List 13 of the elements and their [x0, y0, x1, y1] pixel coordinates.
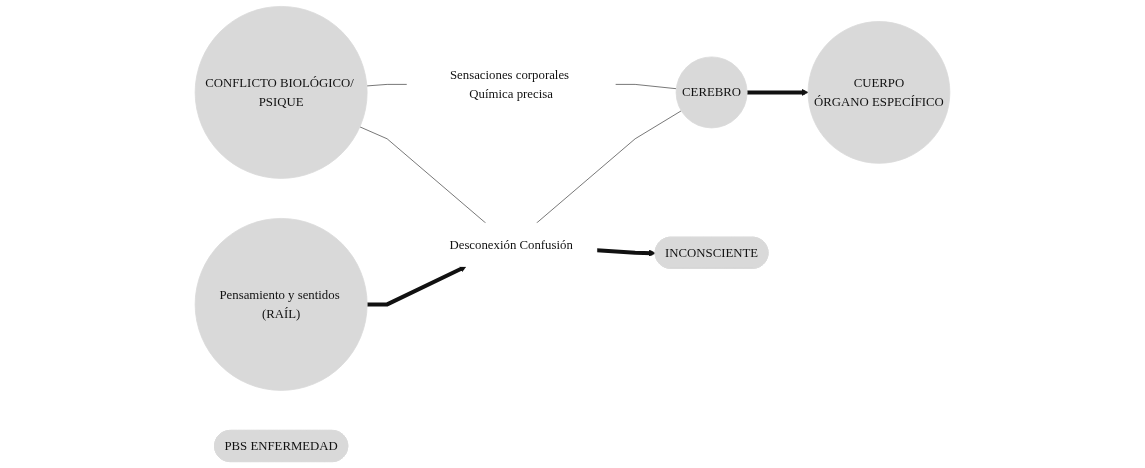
node-circle: CONFLICTO BIOLÓGICO/ PSIQUE: [194, 6, 368, 179]
node-circle: CUERPO ÓRGANO ESPECÍFICO: [807, 21, 951, 164]
node-circle: CEREBRO: [675, 56, 748, 129]
connector: [536, 110, 682, 224]
arrow: [596, 248, 656, 257]
arrow: [747, 88, 809, 96]
arrow: [367, 265, 467, 307]
connector: [614, 84, 677, 90]
connector: [366, 84, 408, 87]
node-circle: Pensamiento y sentidos (RAÍL): [194, 218, 368, 391]
node-text: Sensaciones corporales Química precisa: [450, 67, 570, 101]
connector: [359, 126, 487, 224]
node-text: Desconexión Confusión: [449, 237, 573, 252]
